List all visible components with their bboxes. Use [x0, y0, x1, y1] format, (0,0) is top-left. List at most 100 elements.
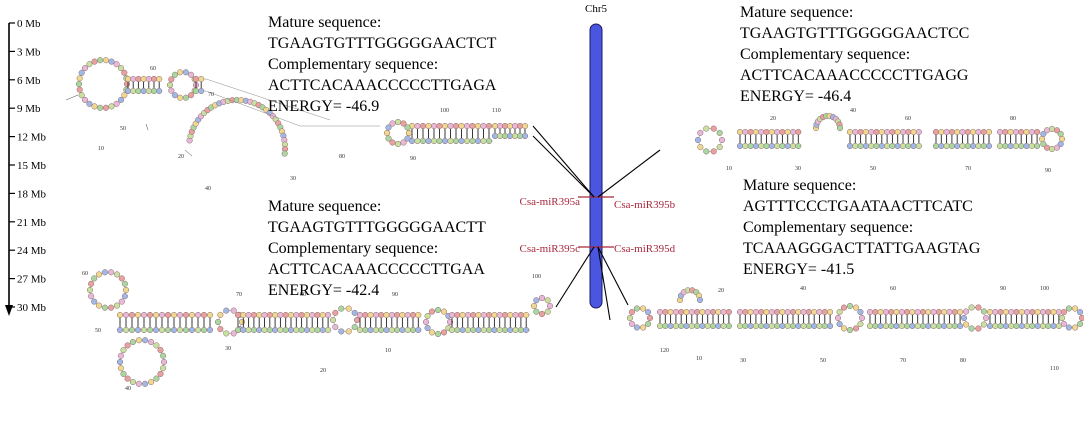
mature-sequence-label: Mature sequence: [740, 4, 854, 21]
nucleotide [774, 142, 781, 150]
nucleotide [134, 311, 142, 319]
nucleotide [872, 322, 879, 330]
nucleotide-position-label: 80 [339, 154, 345, 160]
nucleotide [1018, 128, 1025, 136]
nucleotide [166, 81, 174, 89]
nucleotide [491, 326, 498, 334]
nucleotide [171, 71, 178, 78]
nucleotide [930, 322, 937, 330]
nucleotide [893, 322, 900, 330]
nucleotide [135, 380, 142, 387]
nucleotide [428, 308, 436, 315]
nucleotide [116, 358, 124, 366]
nucleotide [140, 75, 147, 83]
nucleotide [470, 311, 477, 319]
nucleotide [964, 142, 971, 150]
nucleotide [1034, 322, 1041, 330]
mature-sequence-label: Mature sequence: [268, 198, 382, 215]
nucleotide [975, 128, 982, 136]
nucleotide [517, 311, 524, 319]
complementary-sequence: ACTTCACAAACCCCCTTGAA [268, 261, 485, 278]
nucleotide [827, 322, 834, 330]
nucleotide [980, 142, 987, 150]
nucleotide [747, 322, 754, 330]
backbone [205, 78, 331, 121]
nucleotide [182, 311, 190, 319]
nucleotide [857, 142, 864, 150]
nucleotide [86, 286, 94, 294]
backbone [697, 128, 723, 152]
nucleotide [459, 311, 466, 319]
nucleotide-position-label: 60 [890, 286, 896, 292]
nucleotide [129, 378, 136, 386]
nucleotide [703, 125, 710, 132]
nucleotide [517, 326, 524, 334]
locus-label-d: Csa-miR395d [614, 243, 676, 255]
nucleotide [699, 308, 706, 316]
nucleotide [980, 308, 987, 315]
nucleotide [697, 129, 704, 136]
nucleotide [964, 128, 971, 136]
nucleotide [710, 125, 717, 132]
nucleotide [951, 308, 958, 316]
nucleotide [250, 326, 257, 334]
nucleotide [696, 296, 704, 304]
nucleotide [480, 326, 487, 334]
nucleotide-position-label: 80 [1010, 116, 1016, 122]
nucleotide [957, 322, 964, 330]
nucleotide [980, 128, 987, 136]
nucleotide [672, 308, 679, 316]
nucleotide [1029, 308, 1036, 316]
nucleotide [683, 322, 690, 330]
nucleotide [108, 304, 115, 311]
nucleotide [725, 308, 732, 316]
nucleotide [736, 322, 744, 330]
nucleotide [992, 322, 999, 330]
nucleotide [441, 137, 449, 145]
nucleotide [544, 297, 551, 304]
nucleotide [303, 311, 310, 319]
nucleotide [827, 308, 834, 316]
nucleotide [485, 137, 493, 145]
nucleotide [430, 122, 438, 130]
nucleotide [538, 310, 546, 318]
nucleotide [117, 352, 124, 359]
nucleotide [76, 75, 83, 82]
nucleotide-position-label: 20 [320, 368, 326, 374]
nucleotide [893, 308, 900, 316]
nucleotide [857, 128, 864, 136]
nucleotide [683, 308, 690, 316]
nucleotide [394, 140, 402, 148]
nucleotide [192, 87, 200, 95]
chromosome-body [589, 23, 603, 309]
nucleotide [914, 308, 921, 316]
nucleotide [385, 135, 392, 142]
nucleotide [1023, 142, 1030, 150]
nucleotide [943, 128, 950, 136]
nucleotide [1072, 324, 1079, 331]
nucleotide [102, 104, 109, 111]
nucleotide-position-label: 70 [208, 92, 214, 98]
sequence-panel-bottom-left: Mature sequence: TGAAGTGTTTGGGGGAACTT Co… [268, 196, 486, 301]
nucleotide [256, 311, 263, 319]
nucleotide [261, 311, 268, 319]
nucleotide [715, 322, 722, 330]
nucleotide-position-label: 20 [718, 288, 724, 294]
nucleotide [113, 302, 121, 309]
backbone [119, 339, 165, 385]
nucleotide [491, 311, 498, 319]
nucleotide [345, 305, 352, 312]
nucleotide [975, 304, 982, 311]
backbone [332, 308, 358, 332]
nucleotide [789, 142, 797, 150]
nucleotide [156, 87, 163, 95]
nucleotide [935, 308, 942, 316]
nucleotide [362, 311, 369, 319]
nucleotide [982, 314, 990, 322]
nucleotide [910, 128, 917, 136]
nucleotide [319, 326, 326, 334]
nucleotide [795, 128, 802, 136]
nucleotide [1078, 314, 1084, 322]
nucleotide-position-label: 80 [960, 358, 966, 364]
nucleotide [1043, 127, 1051, 134]
